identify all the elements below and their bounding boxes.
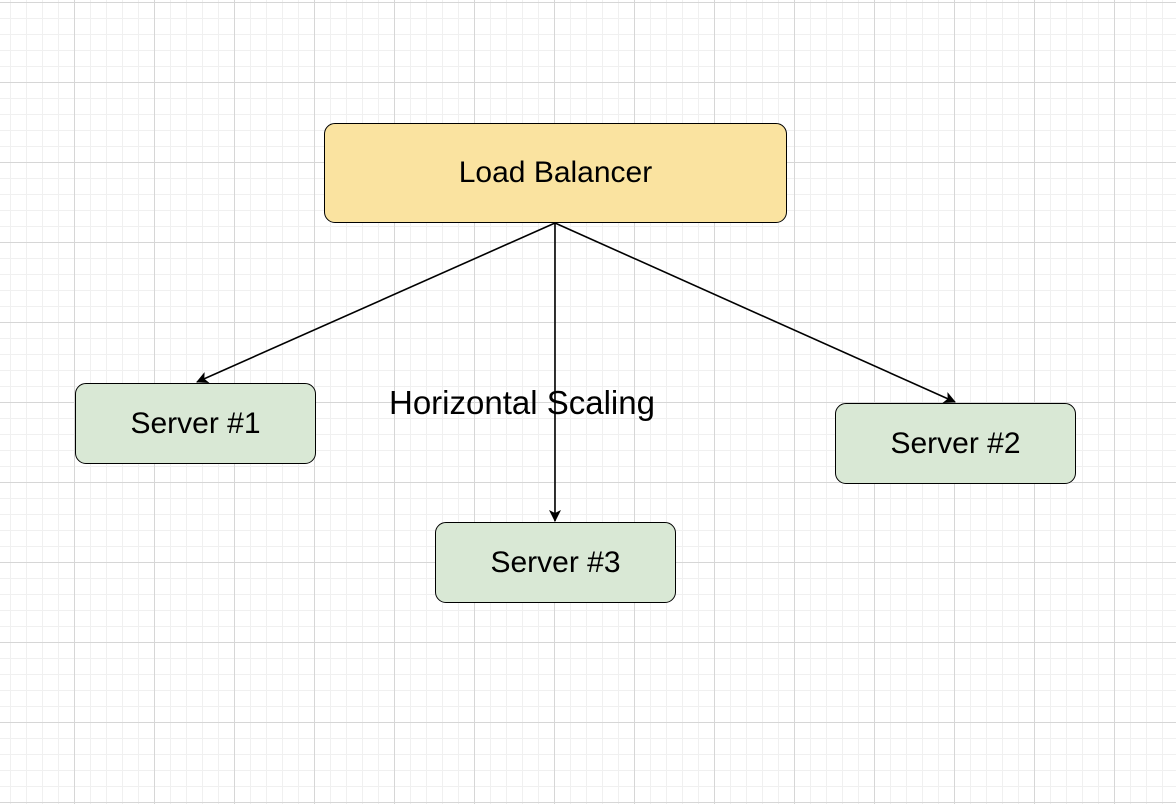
load-balancer-label: Load Balancer [458,156,653,189]
server-2-label: Server #2 [890,426,1021,460]
server-1-label: Server #1 [130,406,261,440]
load-balancer-node[interactable]: Load Balancer [324,123,787,223]
edge-lb-to-server-2[interactable] [554,222,956,403]
server-2-node[interactable]: Server #2 [835,403,1076,484]
server-3-label: Server #3 [490,545,621,579]
server-3-node[interactable]: Server #3 [435,522,676,603]
edge-lb-to-server-1[interactable] [196,222,556,384]
server-1-node[interactable]: Server #1 [75,383,316,464]
horizontal-scaling-edge-label[interactable]: Horizontal Scaling [389,384,655,421]
